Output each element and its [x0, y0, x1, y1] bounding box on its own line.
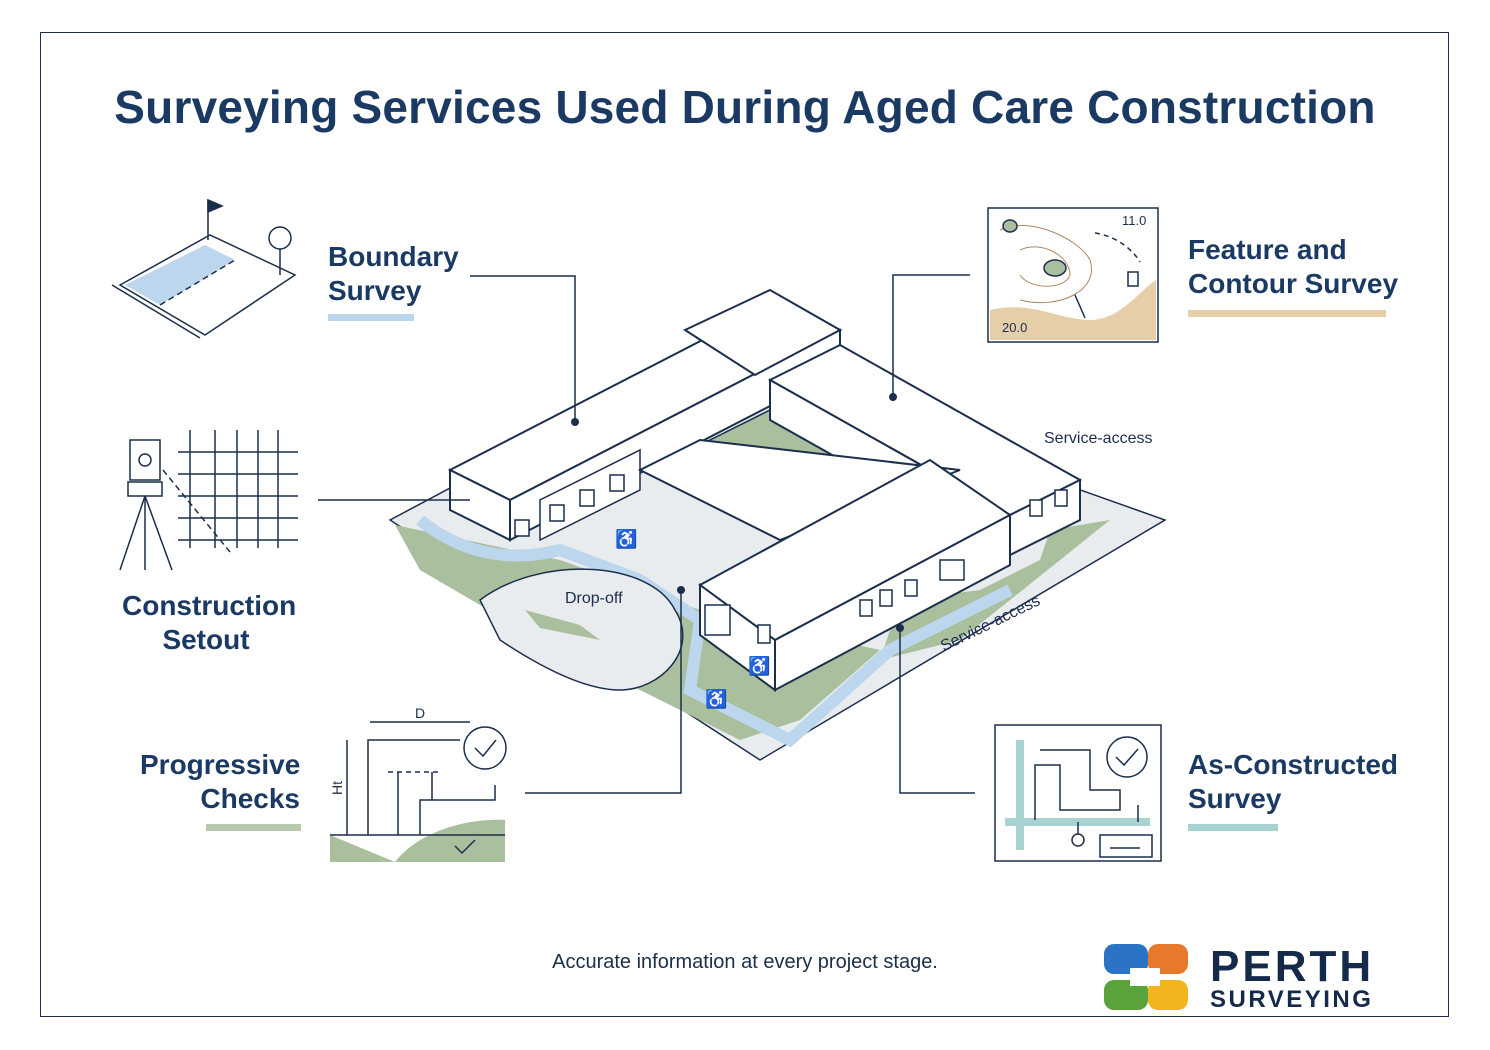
window	[879, 589, 893, 607]
window	[549, 504, 565, 522]
label-progressive-checks: Progressive Checks	[140, 749, 301, 814]
logo-word-surveying: SURVEYING	[1210, 986, 1374, 1013]
dropoff-island	[525, 610, 600, 640]
feature-color-bar	[1188, 310, 1386, 317]
progressive-checks-icon	[330, 721, 507, 862]
perth-surveying-logo-icon	[1104, 944, 1188, 1010]
leader-progressive	[525, 590, 682, 794]
contour-value-low: 20.0	[1002, 320, 1028, 335]
label-boundary-survey: Boundary Survey	[328, 241, 459, 306]
window	[1054, 489, 1068, 507]
window	[579, 489, 595, 507]
contour-map-icon	[987, 207, 1159, 343]
service-access-label-top: Service-access	[1044, 430, 1153, 447]
window	[859, 599, 873, 617]
logo-word-perth: PERTH	[1210, 942, 1375, 991]
window	[939, 559, 965, 581]
leader-asconstructed	[899, 628, 975, 794]
building-corridor	[637, 438, 961, 542]
setout-grid-icon	[178, 430, 298, 548]
window	[1029, 499, 1043, 517]
page-title: Surveying Services Used During Aged Care…	[114, 81, 1376, 133]
leader-boundary	[470, 275, 576, 420]
accessible-parking-icon: ♿	[748, 655, 770, 676]
window	[704, 604, 731, 636]
contour-value-high: 11.0	[1122, 213, 1147, 228]
dimension-ht-label: Ht	[329, 781, 345, 795]
label-as-constructed-survey: As-Constructed Survey	[1188, 749, 1399, 814]
boundary-color-bar	[328, 314, 414, 321]
accessible-path	[416, 515, 1013, 748]
dimension-d-label: D	[415, 705, 426, 721]
window	[904, 579, 918, 597]
as-constructed-icon	[994, 724, 1162, 862]
progressive-color-bar	[206, 824, 301, 831]
accessible-parking-icon: ♿	[615, 528, 637, 549]
total-station-icon	[119, 439, 231, 571]
accessible-parking-icon: ♿	[705, 688, 727, 709]
asconstructed-color-bar	[1188, 824, 1278, 831]
leader-feature	[892, 274, 970, 395]
tagline: Accurate information at every project st…	[552, 951, 938, 973]
window	[514, 519, 530, 537]
boundary-survey-icon	[111, 198, 297, 339]
building-gable	[682, 288, 843, 377]
label-feature-contour-survey: Feature and Contour Survey	[1188, 234, 1399, 299]
window	[609, 474, 625, 492]
dropoff-label: Drop-off	[565, 590, 623, 607]
window	[757, 624, 771, 644]
label-construction-setout: Construction Setout	[122, 590, 297, 655]
